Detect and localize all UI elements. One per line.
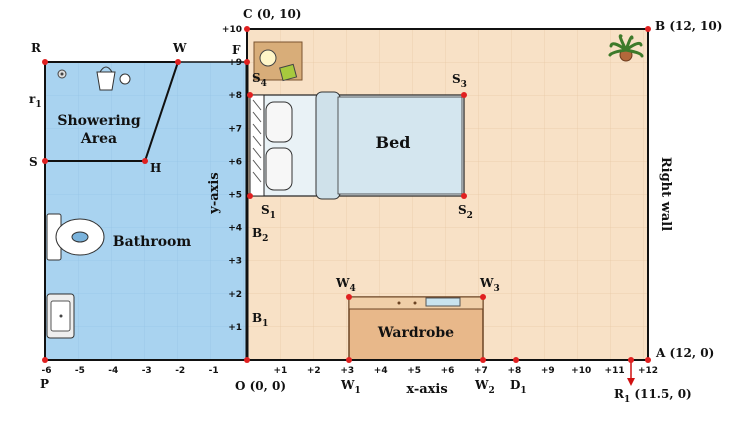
y-tick-labels: +1 +2 +3 +4 +5 +6 +7 +8 +9 +10 <box>222 25 242 333</box>
x-axis-label: x-axis <box>406 382 447 397</box>
x-tick-labels: -6 -5 -4 -3 -2 -1 +1 +2 +3 +4 +5 +6 +7 +8 +9 +10 +11 +12 <box>42 366 659 376</box>
point-S <box>42 158 48 164</box>
r1-arrow-head <box>627 378 635 386</box>
label-P: P <box>40 377 49 391</box>
y-tick-label: +6 <box>228 157 242 167</box>
room-label-showering-2: Area <box>80 131 117 147</box>
label-O: O (0, 0) <box>235 379 286 393</box>
point-W <box>175 59 181 65</box>
y-tick-label: +7 <box>228 124 242 134</box>
point-O <box>244 357 250 363</box>
label-W3: W3 <box>479 276 500 294</box>
label-B2: B2 <box>252 226 268 244</box>
room-label-showering-1: Showering <box>57 113 140 129</box>
x-tick-label: -5 <box>75 366 85 376</box>
x-tick-label: +4 <box>374 366 388 376</box>
y-tick-label: +8 <box>228 91 242 101</box>
point-W4 <box>346 294 352 300</box>
x-tick-label: +1 <box>273 366 287 376</box>
bathroom-grid <box>45 62 247 360</box>
label-r1: r1 <box>29 92 42 110</box>
y-axis-label: y-axis <box>207 172 222 214</box>
x-tick-label: -6 <box>42 366 52 376</box>
toilet-icon <box>46 213 105 261</box>
point-W1 <box>346 357 352 363</box>
bucket-icon <box>96 66 131 91</box>
point-S3 <box>461 92 467 98</box>
label-S4: S4 <box>252 71 267 89</box>
point-C <box>244 26 250 32</box>
x-tick-label: +2 <box>307 366 321 376</box>
point-F <box>244 59 250 65</box>
label-C: C (0, 10) <box>243 7 302 21</box>
point-H <box>142 158 148 164</box>
point-P <box>42 357 48 363</box>
y-tick-label: +5 <box>228 191 242 201</box>
x-tick-label: +12 <box>638 366 658 376</box>
x-tick-label: +3 <box>340 366 354 376</box>
label-W1: W1 <box>340 378 361 396</box>
x-tick-label: -3 <box>142 366 152 376</box>
x-tick-label: +11 <box>605 366 625 376</box>
right-wall-label: Right wall <box>658 157 673 231</box>
y-tick-label: +3 <box>228 257 242 267</box>
point-A <box>645 357 651 363</box>
label-D1: D1 <box>510 378 527 396</box>
x-tick-label: +6 <box>441 366 455 376</box>
label-B: B (12, 10) <box>655 19 722 33</box>
marked-points <box>42 26 651 363</box>
y-tick-label: +4 <box>228 224 242 234</box>
x-tick-label: +9 <box>541 366 555 376</box>
shower-wall-diagonal <box>144 61 179 162</box>
point-W2 <box>480 357 486 363</box>
label-W2: W2 <box>474 378 495 396</box>
x-tick-label: +7 <box>474 366 488 376</box>
bed <box>249 91 465 200</box>
x-tick-label: -4 <box>108 366 118 376</box>
x-tick-label: +5 <box>407 366 421 376</box>
point-R1 <box>628 357 634 363</box>
shower-drain-icon <box>57 69 67 79</box>
label-W4: W4 <box>335 276 356 294</box>
label-H: H <box>150 161 161 175</box>
y-tick-label: +9 <box>228 58 242 68</box>
room-label-bathroom: Bathroom <box>113 234 192 250</box>
label-W: W <box>172 41 187 55</box>
y-tick-label: +1 <box>228 323 242 333</box>
room-label-bed: Bed <box>376 133 411 152</box>
plant-icon <box>608 34 644 62</box>
nightstand <box>253 41 303 82</box>
label-S: S <box>29 155 38 169</box>
point-W3 <box>480 294 486 300</box>
label-S2: S2 <box>458 203 473 221</box>
label-R: R <box>31 41 42 55</box>
label-A: A (12, 0) <box>655 346 714 360</box>
x-tick-label: -2 <box>175 366 185 376</box>
y-tick-label: +2 <box>228 290 242 300</box>
sink-icon <box>46 293 75 339</box>
wardrobe <box>348 296 484 361</box>
y-tick-label: +10 <box>222 25 242 35</box>
label-S3: S3 <box>452 72 467 90</box>
point-S1 <box>247 193 253 199</box>
label-S1: S1 <box>261 203 276 221</box>
room-label-wardrobe: Wardrobe <box>377 325 454 341</box>
point-R <box>42 59 48 65</box>
point-D1 <box>513 357 519 363</box>
point-S2 <box>461 193 467 199</box>
label-R1: R1 (11.5, 0) <box>614 387 692 405</box>
point-B <box>645 26 651 32</box>
label-F: F <box>232 43 241 57</box>
x-tick-label: +8 <box>507 366 521 376</box>
point-S4 <box>247 92 253 98</box>
x-tick-label: -1 <box>209 366 219 376</box>
label-B1: B1 <box>252 311 268 329</box>
x-tick-label: +10 <box>571 366 591 376</box>
